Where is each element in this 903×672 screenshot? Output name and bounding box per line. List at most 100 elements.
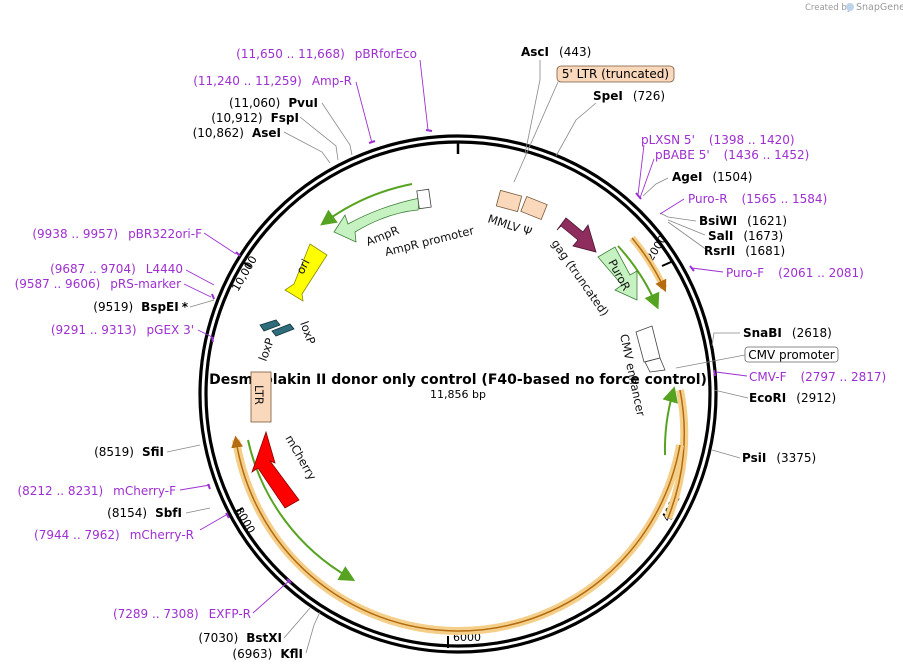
pbr322-leader: [203, 232, 237, 255]
site-snabi[interactable]: SnaBI(2618): [743, 326, 832, 340]
snapgene-logo-icon: [846, 3, 854, 11]
primer-pbrforeco[interactable]: (11,650 .. 11,668)pBRforEco: [236, 47, 417, 61]
site-bspei[interactable]: (9519)BspEI*: [93, 300, 188, 314]
loxp-label-1: loxP: [256, 336, 277, 363]
sfii-leader: [166, 444, 201, 453]
cmv-promoter-leader: [675, 354, 746, 369]
primer-exfp-r[interactable]: (7289 .. 7308)EXFP-R: [113, 607, 251, 621]
tick-2000: [661, 261, 672, 267]
ampr-promoter-feature: [416, 188, 432, 210]
backbone-outer: [198, 134, 718, 654]
primer-prs-marker[interactable]: (9587 .. 9606)pRS-marker: [15, 277, 181, 291]
puror-feature: [597, 246, 638, 301]
ltr3-label: LTR: [252, 385, 266, 405]
site-sali[interactable]: SalI(1673): [708, 229, 783, 243]
site-kfli[interactable]: (6963)KflI: [232, 647, 303, 661]
site-bsiwi[interactable]: BsiWI(1621): [699, 214, 787, 228]
orf-bottom-line: [231, 435, 681, 632]
primer-puro-f[interactable]: Puro-F(2061 .. 2081): [726, 266, 864, 280]
cmv-enhancer-feature: [635, 325, 661, 363]
primer-l4440[interactable]: (9687 .. 9704)L4440: [50, 262, 183, 276]
primer-ampr[interactable]: (11,240 .. 11,259)Amp-R: [193, 74, 352, 88]
site-ecori[interactable]: EcoRI(2912): [749, 391, 836, 405]
orf-puror-line: [631, 237, 667, 293]
site-rsrii[interactable]: RsrII(1681): [704, 244, 785, 258]
mmlv-psi-feature: [520, 195, 548, 221]
ecori-leader: [713, 389, 749, 399]
site-asei[interactable]: (10,862)AseI: [193, 126, 281, 140]
primer-plxsn[interactable]: pLXSN 5'(1398 .. 1420): [641, 133, 795, 147]
cmvf-leader: [715, 371, 748, 377]
prs-leader: [183, 283, 212, 298]
loxp-feature-2: [271, 323, 295, 337]
pbrforeco-leader: [419, 59, 429, 131]
credit-text: Created by: [805, 3, 852, 13]
site-fspi[interactable]: (10,912)FspI: [211, 111, 299, 125]
mcherry-label: mCherry: [282, 433, 319, 483]
site-spei[interactable]: SpeI(726): [593, 89, 665, 103]
primer-mcherry-r[interactable]: (7944 .. 7962)mCherry-R: [34, 528, 194, 542]
exfpr-leader: [252, 579, 291, 614]
asci-leader: [524, 60, 541, 155]
plasmid-name: Desmoplakin II donor only control (F40-b…: [209, 372, 707, 388]
site-bstxi[interactable]: (7030)BstXI: [198, 631, 282, 645]
cmv-promoter-feature: [644, 357, 666, 373]
kfli-leader: [305, 611, 321, 654]
pvui-leader: [321, 102, 353, 156]
plxsn-leader: [637, 144, 645, 196]
mcherry-feature: [251, 430, 300, 509]
puror-primer-leader: [659, 198, 685, 215]
bsiwi-leader: [659, 212, 697, 222]
orf-right-green: [662, 386, 678, 456]
gag-label: gag (truncated): [549, 237, 612, 319]
ltr5-feature: [495, 189, 523, 213]
cmv-promoter-label-box: [744, 346, 839, 363]
cmv-promoter-label: CMV promoter: [748, 348, 835, 362]
puror-orf-arrow: [617, 245, 660, 310]
spei-leader: [555, 102, 597, 157]
mcherry-orf-arrow: [247, 439, 356, 581]
mcherryf-leader: [179, 484, 211, 491]
primer-pbr322ori[interactable]: (9938 .. 9957)pBR322ori-F: [32, 227, 202, 241]
pbabe-leader: [639, 158, 655, 199]
primer-marks: [207, 129, 716, 584]
site-sfii[interactable]: (8519)SfiI: [94, 445, 164, 459]
site-pvui[interactable]: (11,060)PvuI: [229, 96, 318, 110]
agei-leader: [642, 177, 669, 197]
purof-leader: [691, 267, 724, 273]
site-agei[interactable]: AgeI(1504): [672, 170, 752, 184]
primer-puro-r[interactable]: Puro-R(1565 .. 1584): [688, 192, 827, 206]
asei-leader: [283, 131, 331, 164]
ampr-primer-leader: [355, 81, 373, 144]
plasmid-size: 11,856 bp: [430, 388, 486, 401]
primer-mcherry-f[interactable]: (8212 .. 8231)mCherry-F: [17, 484, 176, 498]
ltr5-label-box: [556, 65, 675, 83]
site-leaders: [166, 60, 749, 654]
sali-leader: [667, 219, 706, 236]
site-asci[interactable]: AscI(443): [521, 45, 591, 59]
l4440-leader: [185, 269, 215, 286]
bspei-leader: [189, 299, 215, 308]
primer-pgex[interactable]: (9291 .. 9313)pGEX 3': [51, 323, 194, 337]
snabi-leader: [711, 332, 740, 347]
loxp-label-2: loxP: [297, 319, 318, 346]
sbfi-leader: [185, 507, 211, 514]
primer-cmv-f[interactable]: CMV-F(2797 .. 2817): [749, 370, 886, 384]
tick-label-10000: 10,000: [229, 254, 260, 294]
site-sbfi[interactable]: (8154)SbfI: [107, 506, 182, 520]
ampr-feature: [333, 197, 421, 243]
site-psii[interactable]: PsiI(3375): [742, 451, 816, 465]
loxp-feature-1: [259, 319, 281, 332]
gag-feature: [556, 217, 597, 253]
ltr5-label: 5' LTR (truncated): [562, 67, 669, 81]
bstxi-leader: [283, 607, 311, 639]
ori-feature: [284, 243, 328, 302]
ori-label: ori: [293, 257, 312, 277]
credit-brand: SnapGene: [856, 2, 903, 13]
mcherryr-leader: [199, 514, 227, 531]
primer-pbabe[interactable]: pBABE 5'(1436 .. 1452): [655, 148, 809, 162]
psii-leader: [711, 449, 741, 459]
ltr5-leader: [513, 81, 559, 183]
tick-label-8000: 8000: [232, 505, 257, 536]
